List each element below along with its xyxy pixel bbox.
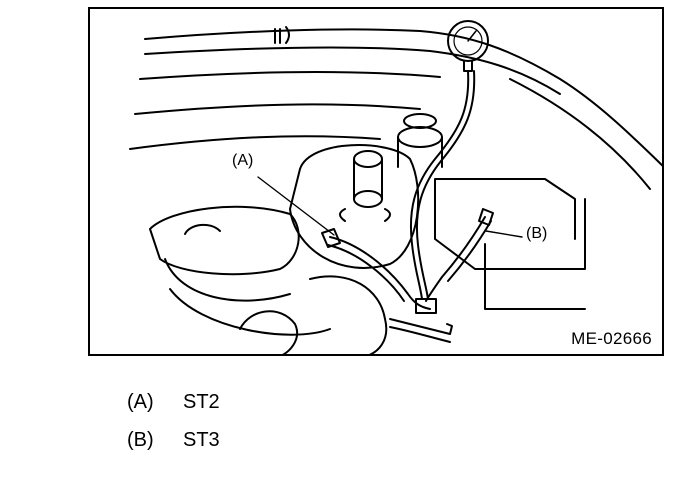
legend-row-b: (B) ST3 [127,421,220,459]
engine-drawing [129,20,662,354]
legend-row-a: (A) ST2 [127,383,220,421]
legend-key-a: (A) [127,390,154,413]
legend-value-b: ST3 [183,428,220,451]
legend-key-b: (B) [127,428,154,451]
legend-value-a: ST2 [183,390,220,413]
callout-b-label: (B) [526,225,548,242]
legend: (A) ST2 (B) ST3 [127,383,220,459]
figure-code: ME-02666 [571,329,652,348]
engine-illustration: (A) (B) ME-02666 [88,7,664,356]
callout-a-label: (A) [232,152,254,169]
